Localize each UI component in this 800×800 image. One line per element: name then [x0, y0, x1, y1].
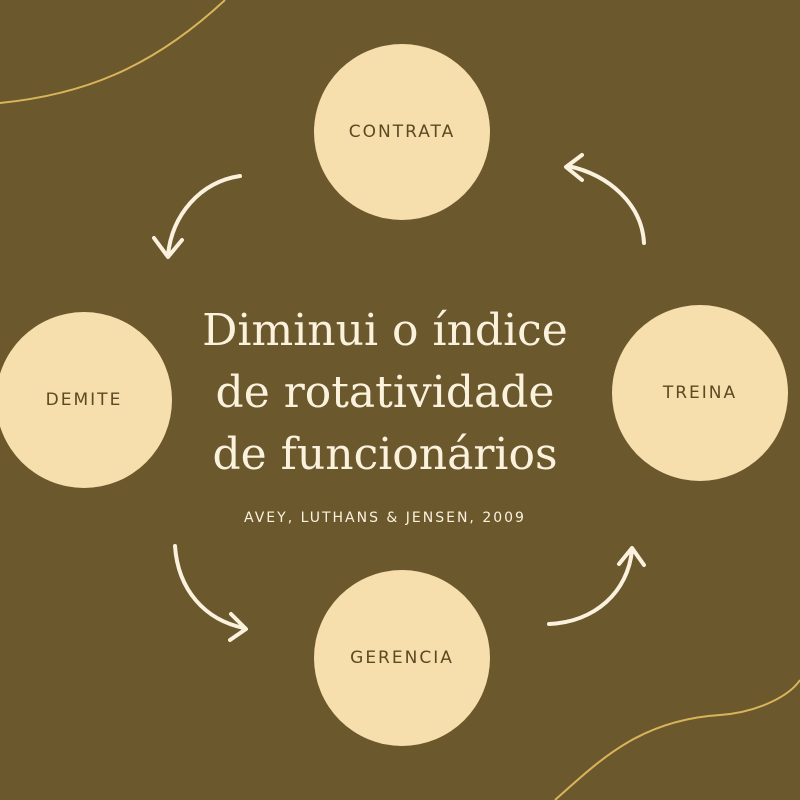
node-contrata: CONTRATA	[314, 44, 490, 220]
arrow-contrata-to-demite	[152, 174, 242, 259]
node-treina: TREINA	[612, 305, 788, 481]
citation: AVEY, LUTHANS & JENSEN, 2009	[244, 510, 526, 526]
node-gerencia: GERENCIA	[314, 570, 490, 746]
node-label: CONTRATA	[348, 122, 456, 142]
node-label: GERENCIA	[350, 648, 454, 668]
title-line: de funcionários	[212, 429, 558, 480]
decorative-curve-top-left	[0, 0, 226, 104]
node-demite: DEMITE	[0, 312, 172, 488]
arrow-treina-to-contrata	[564, 153, 646, 245]
node-label: TREINA	[662, 383, 738, 403]
title-line: de rotatividade	[215, 367, 555, 418]
decorative-curve-bottom-right	[554, 679, 800, 800]
arrow-gerencia-to-treina	[547, 546, 646, 626]
arrow-demite-to-gerencia	[173, 544, 248, 642]
main-title: Diminui o índice de rotatividade de func…	[150, 300, 620, 486]
node-label: DEMITE	[45, 390, 123, 410]
title-line: Diminui o índice	[202, 305, 568, 356]
